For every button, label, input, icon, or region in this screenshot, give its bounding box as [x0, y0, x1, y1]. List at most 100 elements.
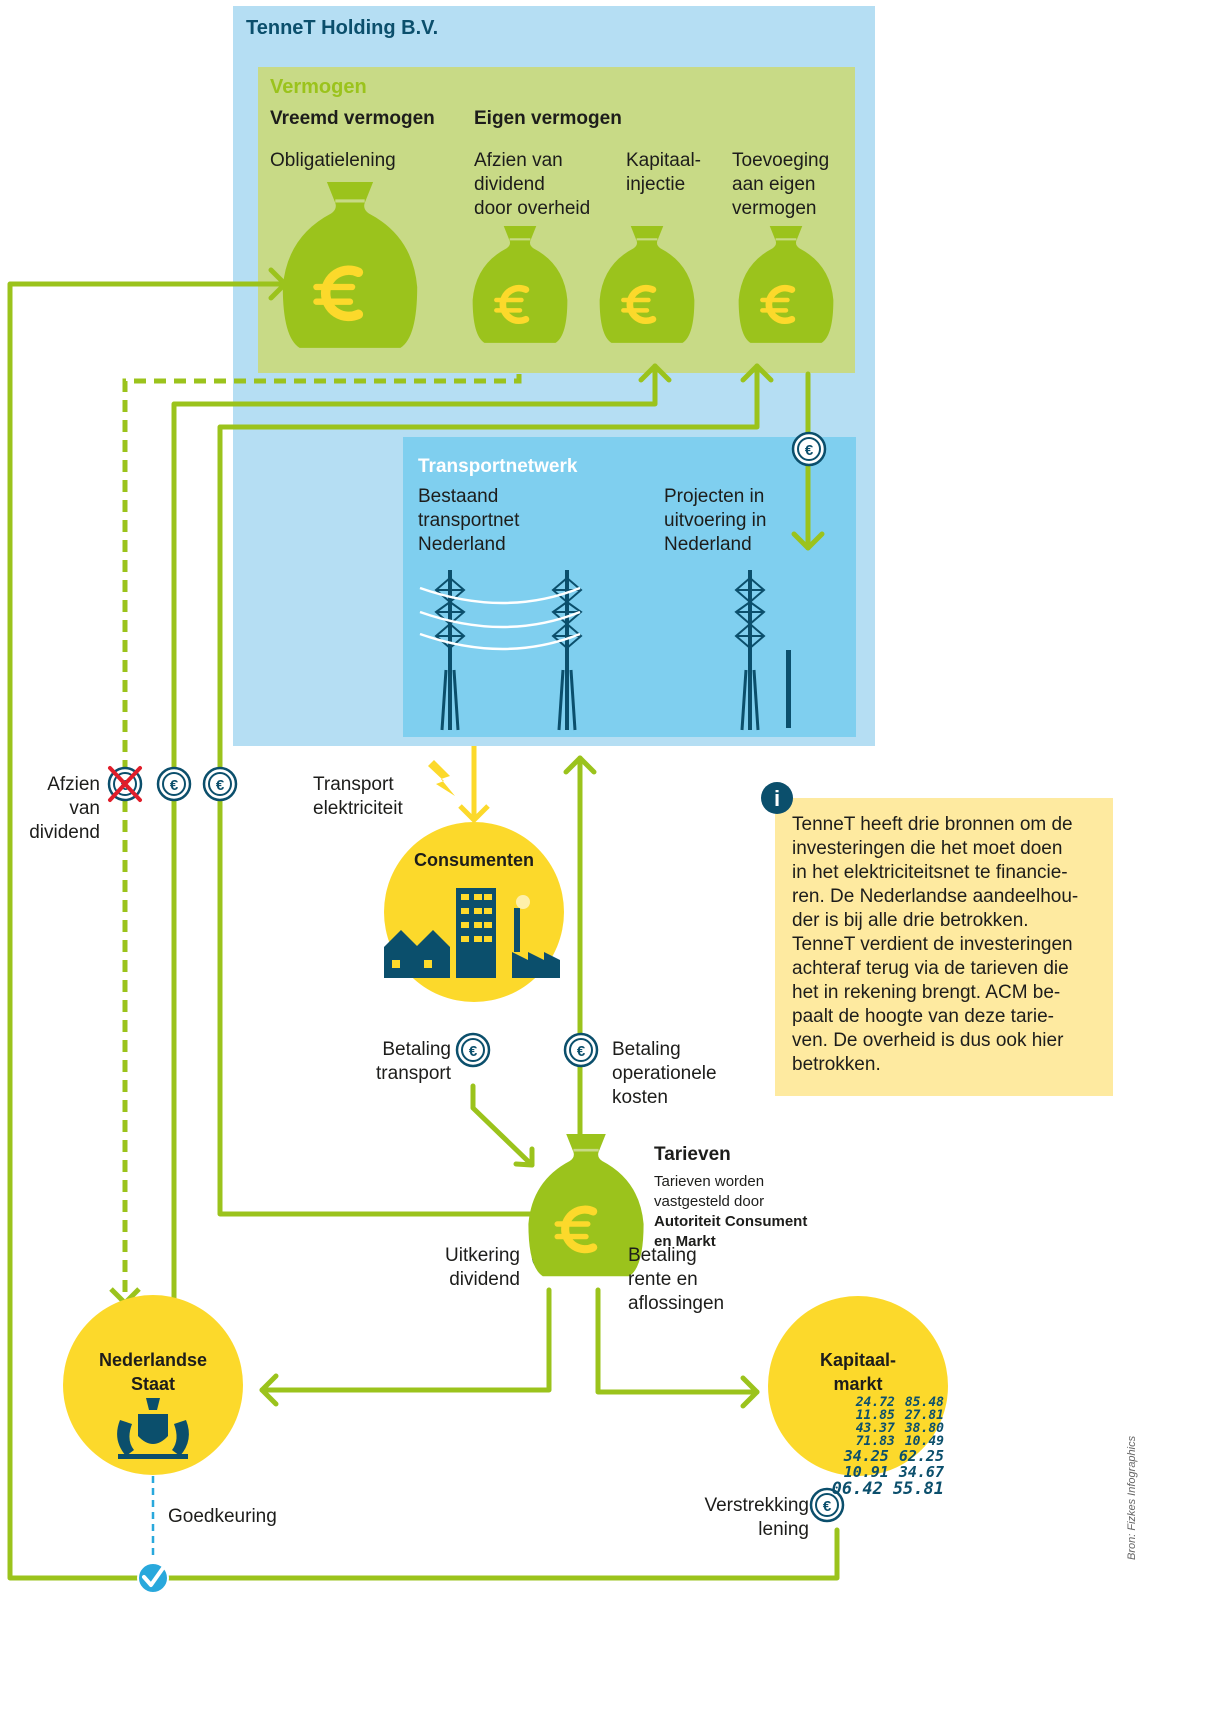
money-bag-kapitaal-icon [598, 224, 696, 345]
money-bag-afzien-icon [471, 224, 569, 345]
cross-icon [108, 766, 142, 802]
money-bag-tarieven-icon [527, 1132, 645, 1278]
verstrekking-label-1: Verstrekking [704, 1495, 809, 1516]
transportnetwerk-box [403, 437, 856, 737]
bag-label-toevoeging-3: vermogen [732, 198, 817, 219]
tarieven-text-1: Tarieven worden [654, 1173, 765, 1190]
bag-label-afzien-1: Afzien van [474, 150, 563, 171]
goedkeuring-label: Goedkeuring [168, 1506, 277, 1527]
info-line-7: achteraf terug via de tarieven die [792, 958, 1069, 979]
info-line-5: der is bij alle drie betrokken. [792, 910, 1029, 931]
tarieven-text-2: vastgesteld door [654, 1193, 765, 1210]
afzien-label-3: dividend [29, 822, 100, 843]
kapitaalmarkt-label-2: markt [833, 1374, 883, 1394]
betaling-transport-label-1: Betaling [382, 1039, 451, 1060]
projects-line-1: Projecten in [664, 486, 765, 507]
source-credit: Bron: Fizkes Infographics [1126, 1435, 1138, 1560]
bag-label-kapitaal-1: Kapitaal- [626, 150, 701, 171]
projects-line-2: uitvoering in [664, 510, 767, 531]
buildings-icon [384, 888, 560, 978]
existing-net-line-3: Nederland [418, 534, 506, 555]
bag-label-afzien-3: door overheid [474, 198, 591, 219]
tarieven-authority-2: en Markt [654, 1233, 716, 1250]
bag-label-obligatielening: Obligatielening [270, 150, 396, 171]
tennet-holding-title: TenneT Holding B.V. [246, 17, 439, 39]
consumenten-label: Consumenten [413, 850, 534, 870]
flow-afzien-dividend [122, 374, 522, 1300]
bag-label-toevoeging-1: Toevoeging [732, 150, 830, 171]
betaling-operationeel-label-2: operationele [612, 1063, 717, 1084]
flow-uitkering-dividend [259, 1287, 552, 1393]
coin-betaling-operationeel-icon [563, 1032, 599, 1068]
info-line-9: paalt de hoogte van deze tarie- [792, 1006, 1054, 1027]
bag-label-toevoeging-2: aan eigen [732, 174, 816, 195]
money-bag-toevoeging-icon [737, 224, 835, 345]
coin-projecten-icon [791, 431, 827, 467]
afzien-label-2: van [69, 798, 100, 819]
betaling-rente-label-3: aflossingen [628, 1293, 725, 1314]
tarieven-title: Tarieven [654, 1144, 731, 1165]
eigen-vermogen-heading: Eigen vermogen [474, 108, 622, 129]
flow-betaling-transport [470, 1083, 535, 1168]
info-icon-glyph: i [774, 786, 780, 811]
info-line-10: ven. De overheid is dus ook hier [792, 1030, 1064, 1051]
bag-label-afzien-2: dividend [474, 174, 545, 195]
staat-label-1: Nederlandse [98, 1350, 208, 1370]
lightning-icon [428, 760, 455, 796]
info-line-1: TenneT heeft drie bronnen om de [792, 814, 1073, 835]
info-line-3: in het elektriciteitsnet te financie- [792, 862, 1068, 883]
coin-kapitaalinjectie-icon [156, 766, 192, 802]
staat-circle [63, 1295, 243, 1475]
info-line-6: TenneT verdient de investeringen [792, 934, 1073, 955]
info-icon [761, 782, 793, 814]
betaling-operationeel-label-3: kosten [612, 1087, 668, 1108]
afzien-label-1: Afzien [47, 774, 100, 795]
info-line-8: het in rekening brengt. ACM be- [792, 982, 1061, 1003]
staat-label-2: Staat [130, 1374, 175, 1394]
betaling-transport-label-2: transport [376, 1063, 451, 1084]
bag-label-kapitaal-2: injectie [626, 174, 686, 195]
kapitaalmarkt-circle [768, 1296, 948, 1476]
info-box [775, 798, 1113, 1096]
info-line-11: betrokken. [792, 1054, 881, 1075]
flow-verstrekking-lening [7, 281, 840, 1581]
coin-betaling-transport-icon [455, 1032, 491, 1068]
power-cables-icon [419, 586, 581, 651]
transport-label-2: elektriciteit [313, 798, 403, 819]
info-line-4: ren. De Nederlandse aandeelhou- [792, 886, 1079, 907]
transport-label-1: Transport [313, 774, 394, 795]
transportnetwerk-title: Transportnetwerk [418, 456, 578, 477]
coin-toevoeging-icon [202, 766, 238, 802]
betaling-rente-label-1: Betaling [628, 1245, 697, 1266]
vermogen-title: Vermogen [270, 76, 367, 98]
pylon-project-foundation-icon [786, 650, 791, 728]
money-bag-obligatielening-icon [281, 180, 419, 350]
check-icon [142, 1566, 165, 1587]
pylon-project-icon [734, 568, 766, 732]
info-line-2: investeringen die het moet doen [792, 838, 1063, 859]
uitkering-label-1: Uitkering [445, 1245, 520, 1266]
betaling-operationeel-label-1: Betaling [612, 1039, 681, 1060]
existing-net-line-1: Bestaand [418, 486, 499, 507]
coat-of-arms-icon [117, 1398, 189, 1459]
flow-kapitaalinjectie [171, 363, 658, 1455]
existing-net-line-2: transportnet [418, 510, 520, 531]
tarieven-authority-1: Autoriteit Consument [654, 1213, 808, 1230]
flow-toevoeging [217, 363, 760, 1217]
kapitaalmarkt-label-1: Kapitaal- [819, 1350, 897, 1370]
verstrekking-label-2: lening [758, 1519, 809, 1540]
projects-line-3: Nederland [664, 534, 752, 555]
betaling-rente-label-2: rente en [628, 1269, 698, 1290]
flow-betaling-rente [595, 1287, 760, 1395]
uitkering-label-2: dividend [449, 1269, 520, 1290]
vreemd-vermogen-heading: Vreemd vermogen [270, 108, 435, 129]
